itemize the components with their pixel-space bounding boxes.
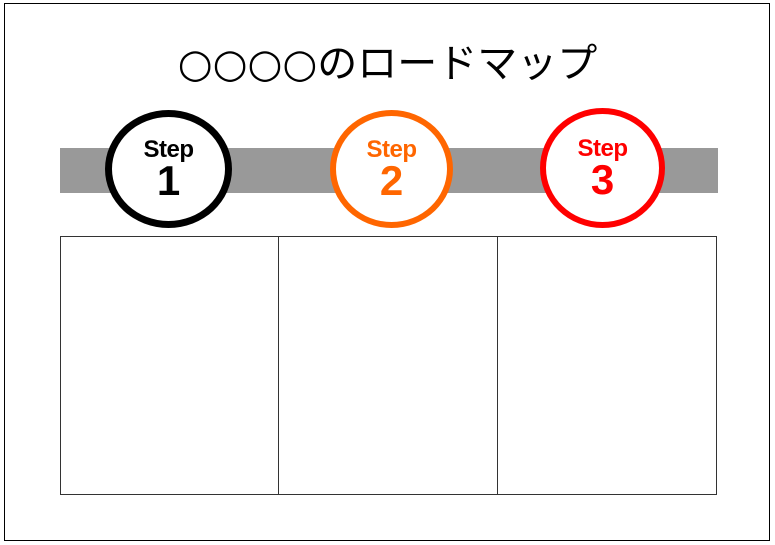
step-2-number: 2 — [379, 156, 404, 204]
content-cell-step-2[interactable] — [279, 237, 498, 494]
step-marker-3[interactable]: Step 3 — [540, 108, 665, 228]
step-1-number: 1 — [156, 156, 181, 204]
step-marker-2[interactable]: Step 2 — [330, 110, 453, 228]
content-cell-step-3[interactable] — [498, 237, 716, 494]
content-cell-step-1[interactable] — [61, 237, 279, 494]
step-3-label: Step — [577, 134, 628, 162]
content-columns — [60, 236, 717, 495]
step-3-number: 3 — [590, 155, 615, 203]
step-1-label: Step — [143, 135, 194, 163]
step-marker-1[interactable]: Step 1 — [105, 110, 232, 228]
step-2-label: Step — [366, 135, 417, 163]
page-title: ○○○○のロードマップ — [177, 41, 598, 87]
